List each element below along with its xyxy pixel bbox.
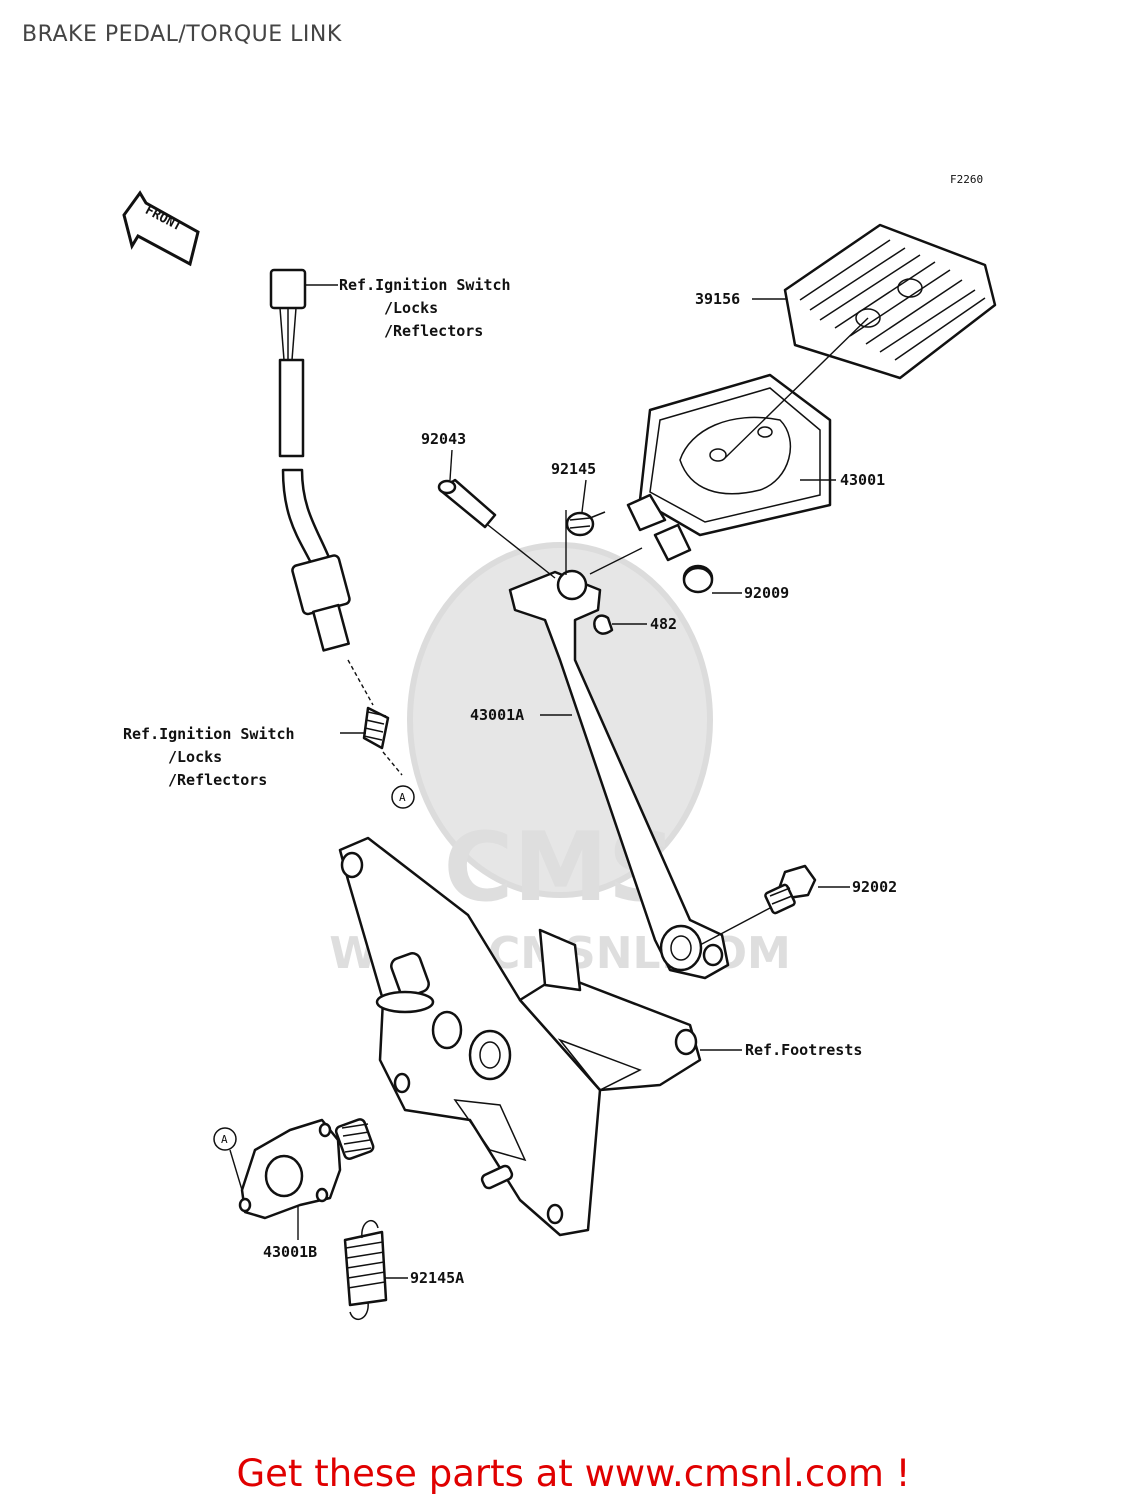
callout-482: 482 [650,615,677,633]
torsion-spring [565,510,643,575]
pivot-pin [437,478,556,579]
footrest-bracket [338,836,702,1237]
pedal-pad-base [626,373,832,592]
pedal-rubber-pad [724,223,997,459]
brake-pedal-arm [508,569,730,980]
callout-92145: 92145 [551,460,596,478]
reference-marker-a-upper: A [391,785,415,809]
callout-ref-ignition-top-locks: /Locks [384,299,438,317]
callout-ref-ignition-top-reflectors: /Reflectors [384,322,483,340]
page-title: BRAKE PEDAL/TORQUE LINK [22,22,342,47]
callout-ref-ignition-left-reflectors: /Reflectors [168,771,267,789]
pedal-lever-arm [238,1118,375,1220]
svg-text:A: A [221,1133,228,1146]
retaining-clip [593,614,614,635]
callout-ref-ignition-left-locks: /Locks [168,748,222,766]
svg-text:A: A [399,791,406,804]
return-spring [343,1219,388,1321]
callout-39156: 39156 [695,290,740,308]
pivot-bolt [699,864,817,946]
callout-43001b: 43001B [263,1243,317,1261]
callout-92145a: 92145A [410,1269,464,1287]
pad-nut [682,566,714,594]
callout-92009: 92009 [744,584,789,602]
figure-code: F2260 [950,173,983,186]
reference-marker-a-lower: A [213,1127,237,1151]
brake-switch-assembly [269,268,403,776]
callout-92002: 92002 [852,878,897,896]
front-arrow-icon: FRONT [122,190,200,267]
callout-ref-ignition-left: Ref.Ignition Switch [123,725,295,743]
callout-43001a: 43001A [470,706,524,724]
callout-92043: 92043 [421,430,466,448]
callout-ref-ignition-top: Ref.Ignition Switch [339,276,511,294]
callout-43001: 43001 [840,471,885,489]
footer-link[interactable]: Get these parts at www.cmsnl.com ! [236,1452,911,1495]
callout-ref-footrests: Ref.Footrests [745,1041,862,1059]
